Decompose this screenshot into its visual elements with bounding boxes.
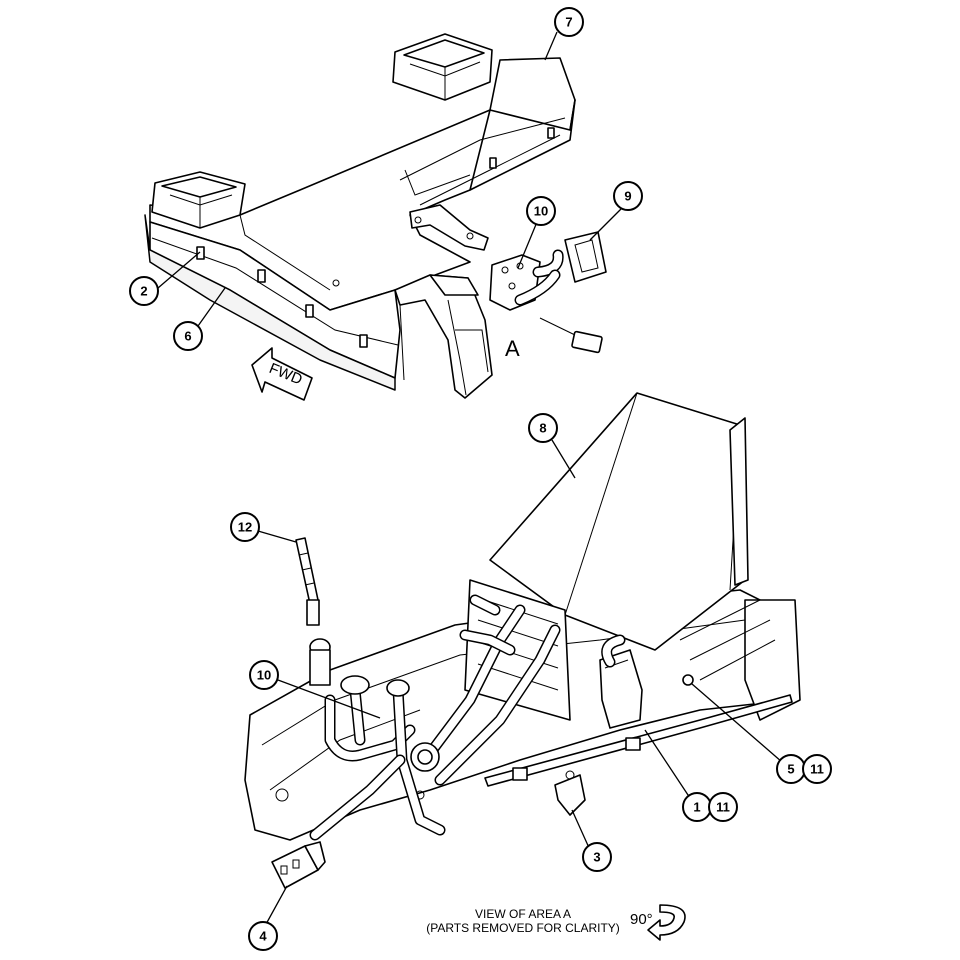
svg-text:1: 1 bbox=[693, 800, 700, 815]
distribution-duct bbox=[144, 57, 576, 391]
leader-5-11 bbox=[691, 683, 783, 763]
svg-text:3: 3 bbox=[593, 850, 600, 865]
coolant-tubes bbox=[309, 594, 561, 841]
callout-10-top: 10 bbox=[526, 196, 556, 226]
svg-text:10: 10 bbox=[534, 204, 548, 219]
svg-text:11: 11 bbox=[716, 800, 730, 815]
callout-5: 5 bbox=[776, 754, 806, 784]
valve-assembly-top bbox=[489, 231, 607, 354]
leader-6 bbox=[197, 287, 226, 327]
svg-text:6: 6 bbox=[184, 329, 191, 344]
fwd-arrow: FWD bbox=[251, 347, 313, 401]
temperature-sensor bbox=[295, 537, 320, 626]
svg-text:9: 9 bbox=[624, 189, 631, 204]
callout-7: 7 bbox=[554, 7, 584, 37]
callout-6: 6 bbox=[173, 321, 203, 351]
leader-12 bbox=[257, 530, 297, 543]
leader-9 bbox=[589, 207, 623, 241]
callout-1: 1 bbox=[682, 792, 712, 822]
blend-door-duct bbox=[489, 392, 749, 651]
svg-text:5: 5 bbox=[787, 762, 794, 777]
callout-4: 4 bbox=[248, 921, 278, 951]
leader-1-11 bbox=[644, 729, 691, 799]
svg-text:4: 4 bbox=[259, 929, 267, 944]
support-rail bbox=[484, 674, 793, 787]
callout-2: 2 bbox=[129, 276, 159, 306]
leader-7 bbox=[544, 31, 558, 61]
svg-text:10: 10 bbox=[257, 668, 271, 683]
svg-text:11: 11 bbox=[810, 762, 824, 777]
wire-connector bbox=[271, 841, 326, 889]
svg-text:7: 7 bbox=[565, 15, 572, 30]
svg-text:12: 12 bbox=[238, 520, 252, 535]
leader-2 bbox=[157, 251, 201, 289]
callout-11-right: 11 bbox=[802, 754, 832, 784]
leader-8 bbox=[551, 439, 576, 479]
callout-11-lower: 11 bbox=[708, 792, 738, 822]
leader-4 bbox=[264, 885, 288, 927]
svg-text:8: 8 bbox=[539, 421, 546, 436]
caption-line-1: VIEW OF AREA A bbox=[475, 907, 571, 921]
right-outlet bbox=[392, 33, 493, 101]
rotate-arrow-icon bbox=[647, 904, 686, 941]
leader-3 bbox=[571, 809, 591, 851]
callout-3: 3 bbox=[582, 842, 612, 872]
caption-line-2: (PARTS REMOVED FOR CLARITY) bbox=[426, 921, 620, 935]
actuator-connector bbox=[599, 634, 643, 729]
area-a-label: A bbox=[505, 336, 520, 361]
outlet-housing bbox=[394, 274, 493, 399]
rotation-label: 90° bbox=[630, 911, 653, 928]
callout-9: 9 bbox=[613, 181, 643, 211]
callout-10-bottom: 10 bbox=[249, 660, 279, 690]
left-outlet bbox=[151, 171, 246, 229]
svg-text:2: 2 bbox=[140, 284, 147, 299]
leader-10-top bbox=[517, 221, 538, 269]
leader-10-bottom bbox=[277, 679, 381, 719]
callout-8: 8 bbox=[528, 413, 558, 443]
callout-12: 12 bbox=[230, 512, 260, 542]
drain-fitting bbox=[554, 774, 586, 816]
